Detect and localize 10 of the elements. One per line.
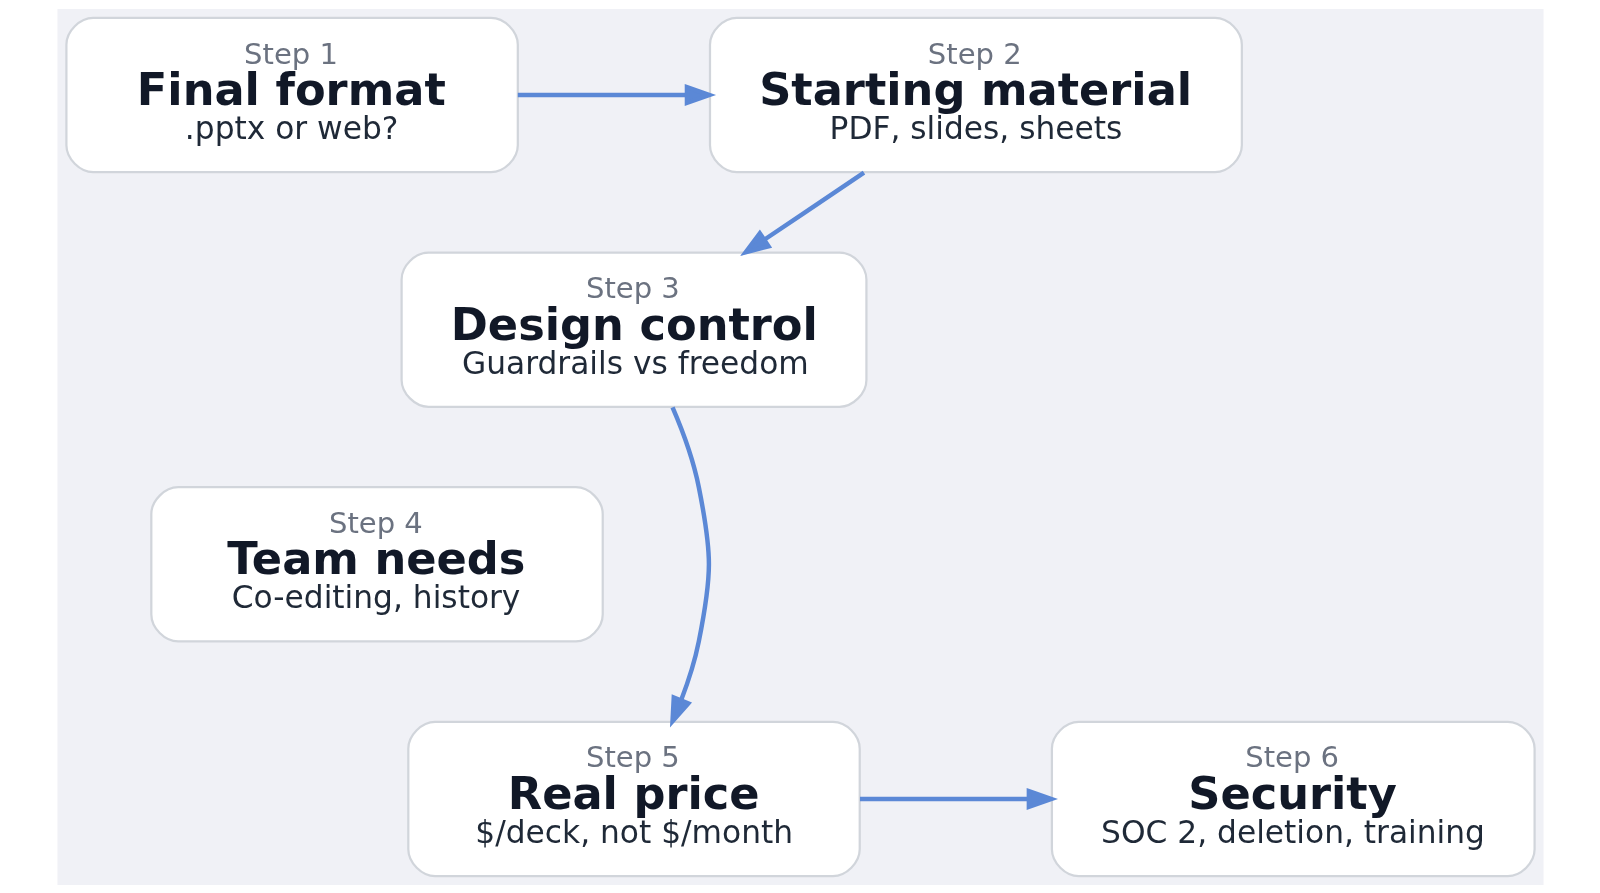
arrow (859, 787, 1058, 810)
arrow (739, 170, 865, 256)
node-box: Step 1 Final format .pptx or web? (64, 16, 519, 173)
node-box: Step 5 Real price $/deck, not $/month (406, 720, 861, 877)
arrow (669, 406, 711, 727)
node-box: Step 2 Starting material PDF, slides, sheets (708, 16, 1243, 173)
node-box: Step 3 Design control Guardrails vs freedom (400, 250, 868, 408)
arrow (517, 83, 716, 106)
node-box: Step 4 Team needs Co-editing, history (149, 485, 604, 643)
node-box: Step 6 Security SOC 2, deletion, training (1050, 720, 1536, 877)
